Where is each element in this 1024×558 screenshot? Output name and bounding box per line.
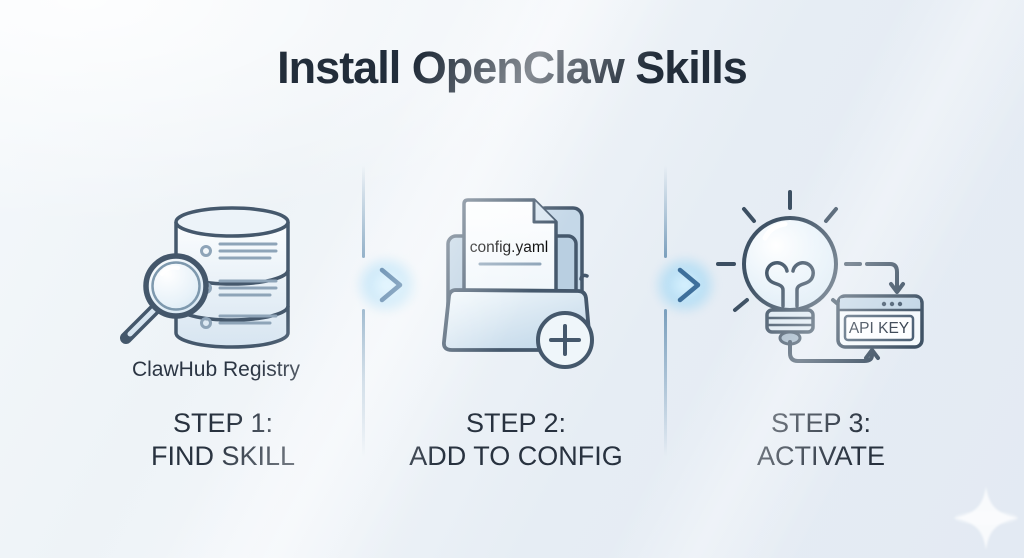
divider-step2-step3 [664,165,667,258]
step-number: STEP 1: [172,408,274,438]
filament [765,261,815,308]
window-dots-icon [881,301,903,307]
page-fold [532,200,556,224]
step-3-label: STEP 3: ACTIVATE [711,407,931,473]
step-action: ACTIVATE [756,441,885,471]
step-2-label: STEP 2: ADD TO CONFIG [406,407,626,473]
divider-step1-step2 [362,165,365,258]
step-number: STEP 2: [465,408,567,438]
registry-database-search-icon [120,206,290,349]
arrow-right-icon [625,267,701,303]
config-folder-icon: config.yaml [442,198,594,369]
flow-arrow-1 [322,254,420,316]
activate-lightbulb-icon: API KEY [716,190,924,363]
connector-arrow-bottom [788,340,880,363]
card-title-bar [840,298,920,309]
arrow-right-icon [327,267,403,303]
api-key-field [843,314,915,342]
page-title: Install OpenClaw Skills [277,42,748,93]
database-row-lines [200,242,278,329]
sparkle-logo [954,486,1018,550]
connector-arrow-top [844,262,905,294]
divider-step2-step3 [664,309,667,457]
magnifier-icon [120,253,209,344]
config-file-name: config.yaml [470,239,548,256]
step-action: ADD TO CONFIG [409,441,623,471]
step-number: STEP 3: [770,408,872,438]
api-key-card: API KEY [836,294,924,349]
step-action: FIND SKILL [150,441,296,471]
step-1-label: STEP 1: FIND SKILL [113,407,333,473]
divider-step1-step2 [362,309,365,457]
flow-arrow-2 [620,254,718,316]
bulb-base [765,308,815,334]
database-icon [174,206,290,349]
api-key-label: API KEY [849,320,909,337]
base-ridges [768,316,812,327]
lightbulb-icon [742,216,838,346]
registry-caption: ClawHub Registry [131,358,301,381]
plus-icon [536,311,594,369]
